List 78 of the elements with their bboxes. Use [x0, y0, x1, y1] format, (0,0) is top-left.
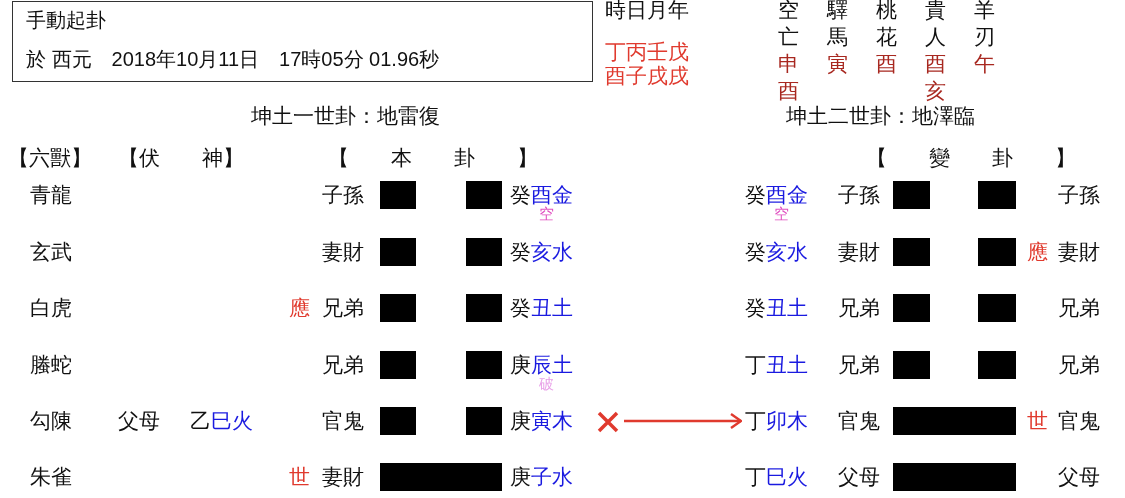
relation-text: 父母 — [118, 409, 160, 433]
relation-text: 妻財 — [1058, 240, 1100, 264]
marker-text: 世 — [1027, 409, 1048, 433]
relation-text: 官鬼 — [838, 409, 880, 433]
beast-text: 朱雀 — [30, 465, 72, 489]
beast-text: 玄武 — [30, 240, 72, 264]
stem-text: 癸 — [510, 240, 531, 264]
stem-text: 癸 — [745, 240, 766, 264]
marker-text: 應 — [1027, 240, 1048, 264]
branch-text: 辰土 — [531, 353, 573, 376]
stem-text: 庚 — [510, 409, 531, 433]
column-header: 【伏 神】 — [118, 146, 244, 170]
branch-text: 子水 — [531, 465, 573, 489]
star-branch: 申酉 — [778, 51, 799, 104]
relation-text: 兄弟 — [1058, 296, 1100, 320]
arrow — [624, 412, 743, 430]
relation-text: 妻財 — [322, 240, 364, 264]
branch-text: 酉金 — [766, 183, 808, 206]
star-name: 驛馬 — [827, 0, 848, 50]
stem-text: 丁 — [745, 465, 766, 489]
stem-text: 丁 — [745, 409, 766, 433]
branch-text: 亥水 — [766, 240, 808, 264]
relation-text: 妻財 — [838, 240, 880, 264]
column-header: 【 變 卦 】 — [866, 146, 1076, 170]
stem-text: 癸 — [510, 183, 531, 207]
column-header: 【 本 卦 】 — [328, 146, 538, 170]
beast-text: 白虎 — [30, 296, 72, 320]
branch-text: 丑土 — [766, 296, 808, 320]
relation-text: 父母 — [838, 465, 880, 489]
branch-text: 丑土 — [531, 296, 573, 320]
relation-text: 兄弟 — [322, 296, 364, 320]
heading-text: 手動起卦 — [26, 9, 106, 31]
stem-text: 庚 — [510, 353, 531, 377]
branch-text: 巳火 — [211, 409, 253, 433]
stem-text: 庚 — [510, 465, 531, 489]
star-name: 貴人 — [925, 0, 946, 50]
star-branch: 午 — [974, 51, 995, 77]
stem-text: 乙 — [190, 409, 211, 433]
marker-text: 應 — [289, 296, 310, 320]
relation-text: 父母 — [1058, 465, 1100, 489]
status-mark: 空 — [774, 205, 789, 222]
stem-text: 癸 — [510, 296, 531, 320]
relation-text: 子孫 — [838, 183, 880, 207]
relation-text: 兄弟 — [838, 353, 880, 377]
branch-text: 寅木 — [531, 409, 573, 433]
beast-text: 青龍 — [30, 183, 72, 207]
header-box — [12, 1, 593, 82]
hexagram-title: 坤土一世卦：地雷復 — [250, 104, 440, 128]
star-branch: 酉 — [876, 51, 897, 77]
beast-text: 螣蛇 — [30, 353, 72, 377]
star-name: 桃花 — [876, 0, 897, 50]
date-time-text: 於 西元 2018年10月11日 17時05分 01.96秒 — [26, 48, 440, 70]
branch-text: 亥水 — [531, 240, 573, 264]
relation-text: 兄弟 — [1058, 353, 1100, 377]
relation-text: 兄弟 — [322, 353, 364, 377]
star-name: 空亡 — [778, 0, 799, 50]
stem-text: 癸 — [745, 183, 766, 207]
stem-text: 癸 — [745, 296, 766, 320]
marker-text: 世 — [289, 465, 310, 489]
status-mark: 空 — [539, 205, 554, 222]
star-branch: 寅 — [827, 51, 848, 77]
relation-text: 子孫 — [322, 183, 364, 207]
hexagram-title: 坤土二世卦：地澤臨 — [785, 104, 975, 128]
branch-text: 巳火 — [766, 465, 808, 489]
relation-text: 子孫 — [1058, 183, 1100, 207]
beast-text: 勾陳 — [30, 409, 72, 433]
status-mark: 破 — [539, 375, 554, 392]
star-name: 羊刃 — [974, 0, 995, 50]
star-branch: 酉亥 — [925, 51, 946, 104]
relation-text: 官鬼 — [1058, 409, 1100, 433]
branch-text: 卯木 — [766, 409, 808, 433]
relation-text: 官鬼 — [322, 409, 364, 433]
branch-text: 丑土 — [766, 353, 808, 377]
column-header: 【六獸】 — [8, 146, 92, 170]
relation-text: 妻財 — [322, 465, 364, 489]
stem-text: 丁 — [745, 353, 766, 377]
relation-text: 兄弟 — [838, 296, 880, 320]
branch-text: 酉金 — [531, 183, 573, 206]
